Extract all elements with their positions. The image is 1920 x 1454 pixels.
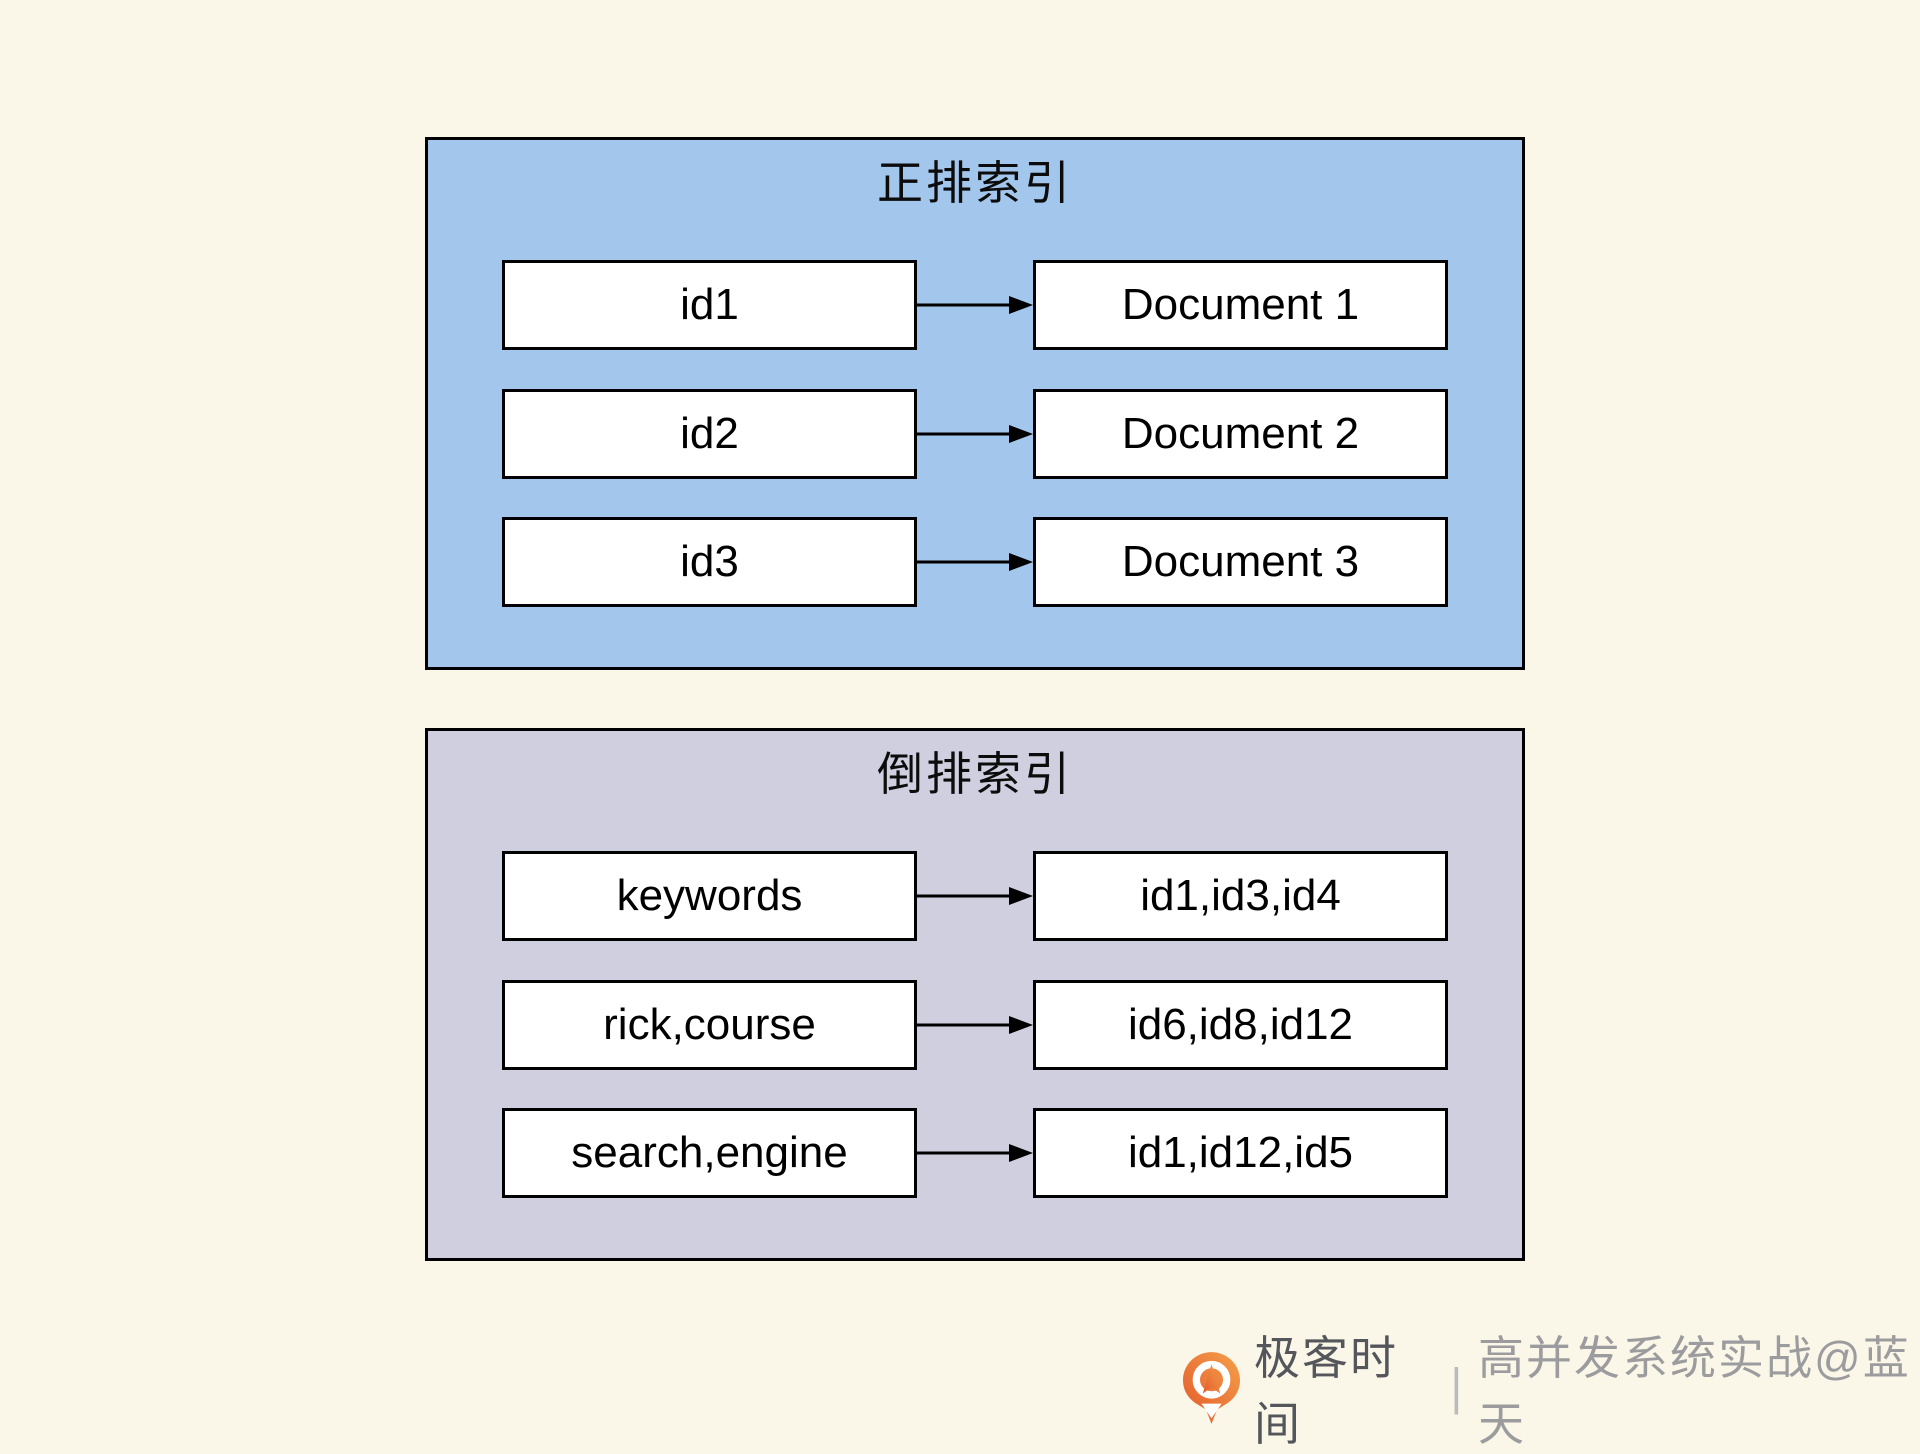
document-box: Document 1 [1033,260,1448,350]
keyword-box: rick,course [502,980,917,1070]
forward-index-panel: 正排索引 id1 Document 1 id2 Document 2 id3 D [425,137,1525,670]
inverted-index-row: search,engine id1,id12,id5 [428,1108,1522,1198]
arrow-right-icon [917,425,1033,443]
geektime-logo-icon [1183,1352,1241,1424]
divider: | [1450,1359,1462,1416]
arrow-right-icon [917,887,1033,905]
arrow-right-icon [917,553,1033,571]
inverted-index-row: keywords id1,id3,id4 [428,851,1522,941]
posting-list-box: id1,id12,id5 [1033,1108,1448,1198]
keyword-box: keywords [502,851,917,941]
posting-list-box: id6,id8,id12 [1033,980,1448,1070]
inverted-index-title: 倒排索引 [877,748,1073,800]
watermark: 极客时间 | 高并发系统实战@蓝天 [1183,1332,1920,1450]
document-box: Document 3 [1033,517,1448,607]
inverted-index-panel: 倒排索引 keywords id1,id3,id4 rick,course id… [425,728,1525,1261]
posting-list-box: id1,id3,id4 [1033,851,1448,941]
arrow-right-icon [917,1144,1033,1162]
keyword-box: search,engine [502,1108,917,1198]
id-box: id3 [502,517,917,607]
forward-index-row: id3 Document 3 [428,517,1522,607]
forward-index-title: 正排索引 [877,157,1073,209]
arrow-right-icon [917,1016,1033,1034]
id-box: id2 [502,389,917,479]
forward-index-row: id2 Document 2 [428,389,1522,479]
forward-index-row: id1 Document 1 [428,260,1522,350]
arrow-right-icon [917,296,1033,314]
brand-name: 极客时间 [1254,1332,1399,1450]
document-box: Document 2 [1033,389,1448,479]
course-credit: 高并发系统实战@蓝天 [1478,1332,1911,1450]
inverted-index-row: rick,course id6,id8,id12 [428,980,1522,1070]
id-box: id1 [502,260,917,350]
